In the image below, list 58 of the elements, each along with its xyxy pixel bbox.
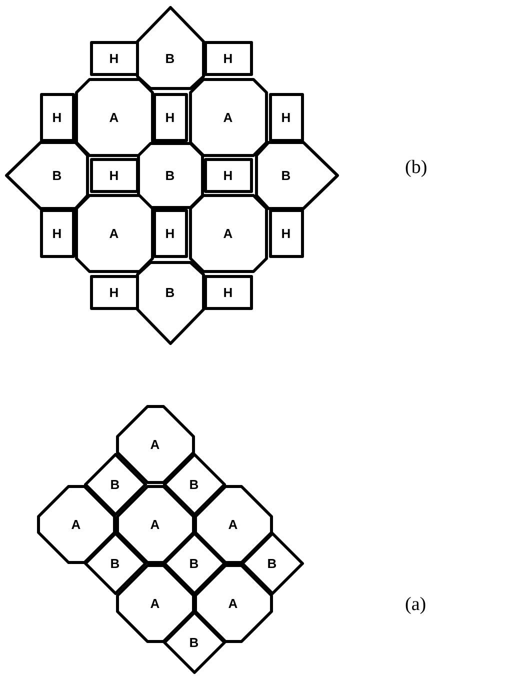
tile-letter: H <box>52 226 62 240</box>
tile-letter: B <box>165 52 175 64</box>
octagon-tile <box>74 78 154 156</box>
rectangle-tile <box>268 92 304 142</box>
diamond-tile <box>162 532 226 594</box>
diamond-tile <box>84 532 146 594</box>
tile-letter: H <box>223 168 233 182</box>
diamond-tile <box>162 452 226 516</box>
tile-letter: B <box>189 636 199 648</box>
tile-letter: H <box>165 110 175 124</box>
diamond-tile <box>84 452 146 516</box>
tile-letter: B <box>165 168 175 182</box>
tile-letter: B <box>110 556 120 570</box>
tile-letter: A <box>228 596 238 610</box>
tile-letter: H <box>109 52 119 64</box>
octagon-tile <box>74 194 154 272</box>
tile-letter: A <box>109 226 119 240</box>
tile-letter: H <box>223 52 233 64</box>
tile-letter: H <box>109 168 119 182</box>
figure-label: (b) <box>405 158 428 177</box>
tile-letter: B <box>110 478 120 490</box>
tile-letter: A <box>150 518 160 530</box>
tile-letter: H <box>52 110 62 124</box>
diamond-tile <box>240 532 304 594</box>
figure-label: (a) <box>405 595 426 614</box>
tile-letter: A <box>71 518 81 530</box>
rectangle-tile <box>152 208 188 258</box>
tile-letter: B <box>52 168 62 182</box>
tile-letter: B <box>267 556 277 570</box>
rectangle-tile <box>204 40 252 76</box>
tile-letter: A <box>223 226 233 240</box>
rectangle-tile <box>204 158 252 192</box>
tile-letter: A <box>150 596 160 610</box>
tile-letter: H <box>281 110 291 124</box>
tile-letter: H <box>109 286 119 298</box>
tile-letter: B <box>165 286 175 298</box>
tile-letter: B <box>189 478 199 490</box>
diamond-tile <box>162 610 226 674</box>
rectangle-tile <box>90 40 138 76</box>
tile-letter: B <box>189 556 199 570</box>
rectangle-tile <box>204 274 252 310</box>
tile-letter: A <box>228 518 238 530</box>
tile-letter: H <box>223 286 233 298</box>
tile-letter: A <box>223 110 233 124</box>
octagon-tile <box>136 142 204 208</box>
rectangle-tile <box>152 92 188 142</box>
tile-letter: H <box>281 226 291 240</box>
rectangle-tile <box>40 92 74 142</box>
tile-letter: B <box>281 168 291 182</box>
tile-letter: A <box>150 438 160 450</box>
rectangle-tile <box>40 208 74 258</box>
tile-letter: H <box>165 226 175 240</box>
octagon-tile <box>188 194 268 272</box>
rectangle-tile <box>90 158 138 192</box>
rectangle-tile <box>268 208 304 258</box>
tile-letter: A <box>109 110 119 124</box>
octagon-tile <box>188 78 268 156</box>
rectangle-tile <box>90 274 138 310</box>
